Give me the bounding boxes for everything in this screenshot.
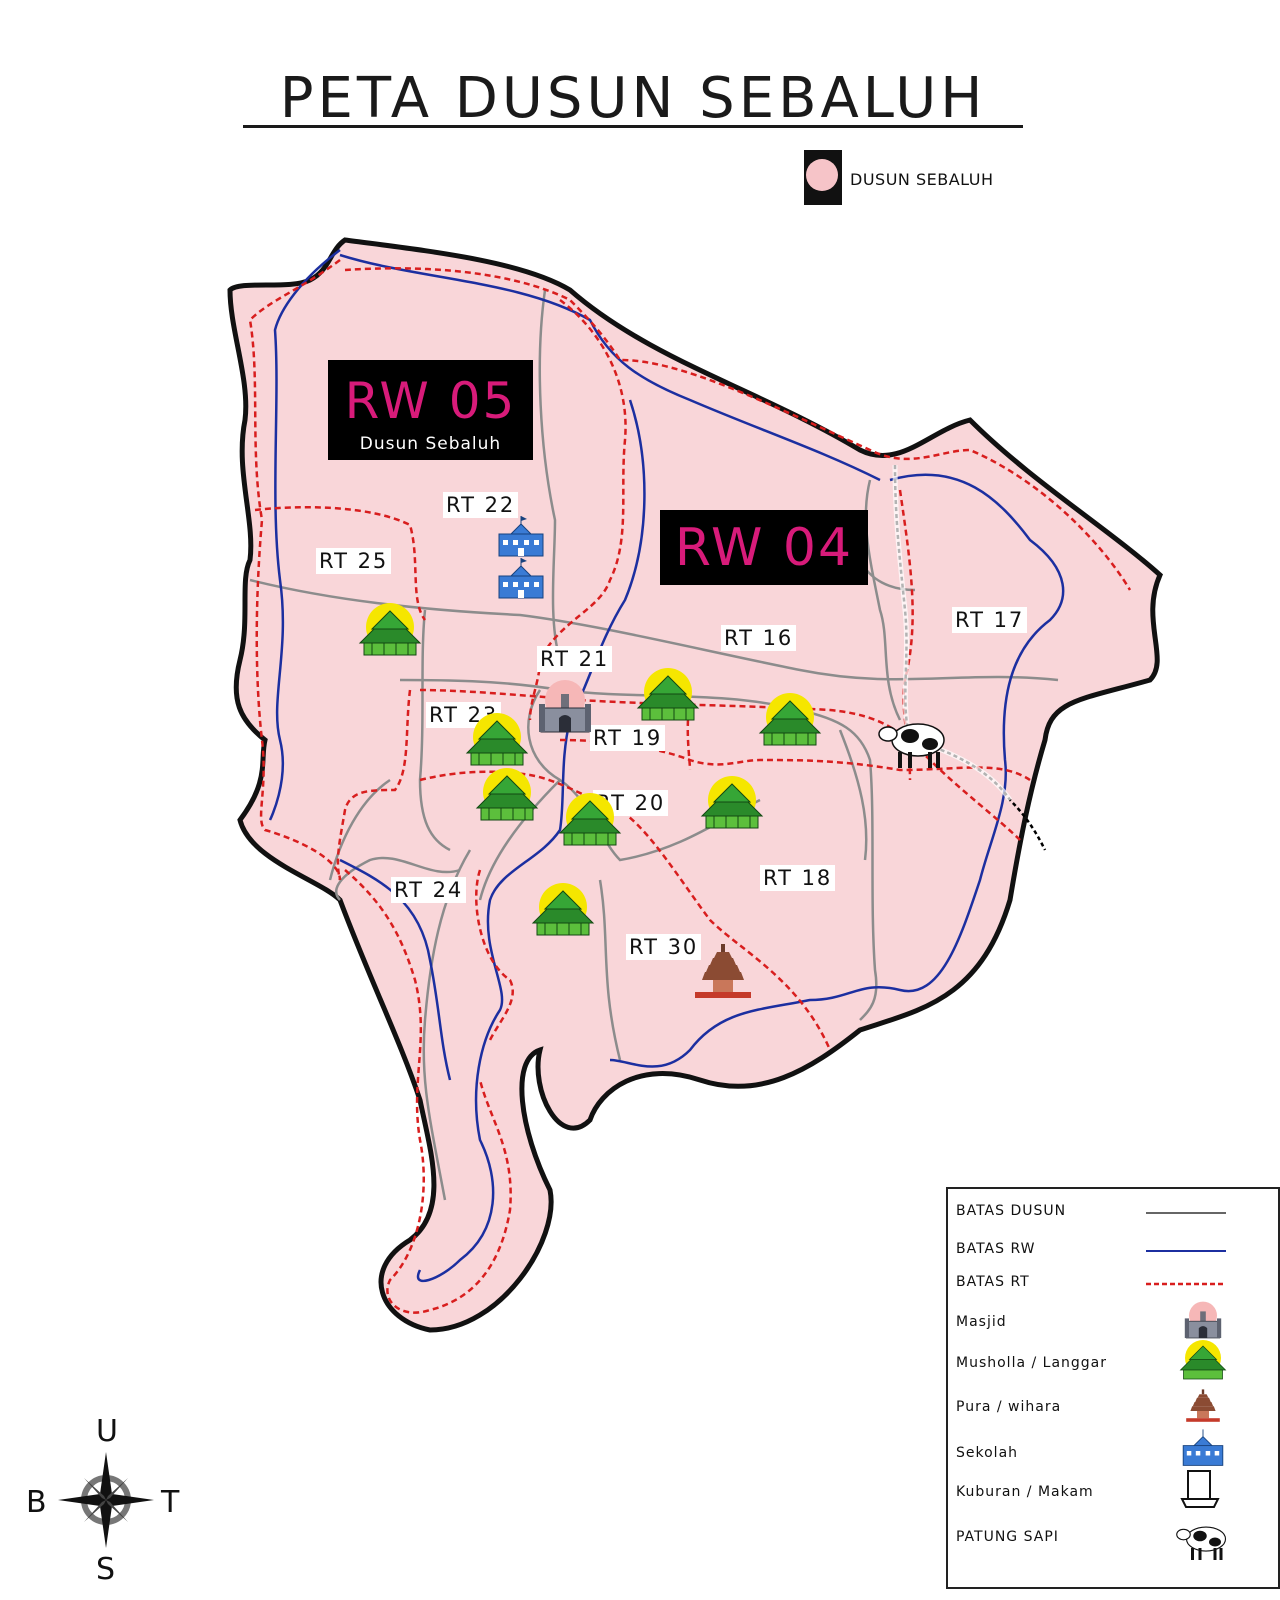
map-title: PETA DUSUN SEBALUH — [279, 66, 987, 131]
legend-label: Sekolah — [956, 1445, 1019, 1461]
rt-label: RT 24 — [391, 877, 467, 903]
legend-label: Kuburan / Makam — [956, 1484, 1094, 1500]
cow-icon — [1176, 1526, 1227, 1560]
rt-label: RT 16 — [721, 625, 797, 651]
rt-label: RT 23 — [426, 702, 502, 728]
batas-dusun-lines — [249, 289, 1059, 1201]
legend-label: PATUNG SAPI — [956, 1529, 1059, 1545]
title-underline — [243, 125, 1023, 128]
rw05-name: RW 05 — [344, 372, 517, 430]
legend-label: BATAS RT — [956, 1274, 1030, 1290]
dusun-key: DUSUN SEBALUH — [804, 150, 1044, 205]
legend-label: Musholla / Langgar — [956, 1355, 1108, 1371]
compass-west: B — [26, 1485, 47, 1520]
rt-label: RT 25 — [316, 548, 392, 574]
sekolah-icon — [1182, 1429, 1224, 1466]
rt-label: RT 22 — [443, 492, 519, 518]
legend-symbols — [1146, 1212, 1227, 1560]
rw05-label: RW 05 Dusun Sebaluh — [328, 360, 533, 460]
compass-south: S — [96, 1552, 116, 1587]
legend-label: BATAS DUSUN — [956, 1203, 1067, 1219]
rt-label: RT 21 — [537, 646, 613, 672]
rw05-sub: Dusun Sebaluh — [359, 434, 502, 454]
rw04-label: RW 04 — [660, 510, 868, 585]
compass-icon — [58, 1452, 154, 1548]
musholla-icon — [1179, 1340, 1227, 1380]
rt-label: RT 17 — [952, 607, 1028, 633]
legend-label: BATAS RW — [956, 1241, 1036, 1257]
compass-north: U — [96, 1414, 118, 1449]
legend-label: Pura / wihara — [956, 1399, 1062, 1415]
masjid-icon — [1184, 1301, 1222, 1339]
dusun-swatch — [804, 150, 842, 205]
batas-rw-lines — [268, 249, 1065, 1283]
rt-label: RT 18 — [760, 865, 836, 891]
rw04-name: RW 04 — [674, 518, 854, 578]
compass-east: T — [161, 1485, 180, 1520]
rt-label: RT 19 — [590, 725, 666, 751]
white-road — [892, 464, 1013, 802]
makam-icon — [1180, 1470, 1220, 1508]
pura-icon — [1186, 1389, 1220, 1422]
map-legend: BATAS DUSUN BATAS RW BATAS RT Masjid Mus… — [946, 1187, 1280, 1589]
rt-label: RT 30 — [626, 934, 702, 960]
dusun-key-label: DUSUN SEBALUH — [850, 170, 994, 189]
legend-label: Masjid — [956, 1314, 1007, 1330]
